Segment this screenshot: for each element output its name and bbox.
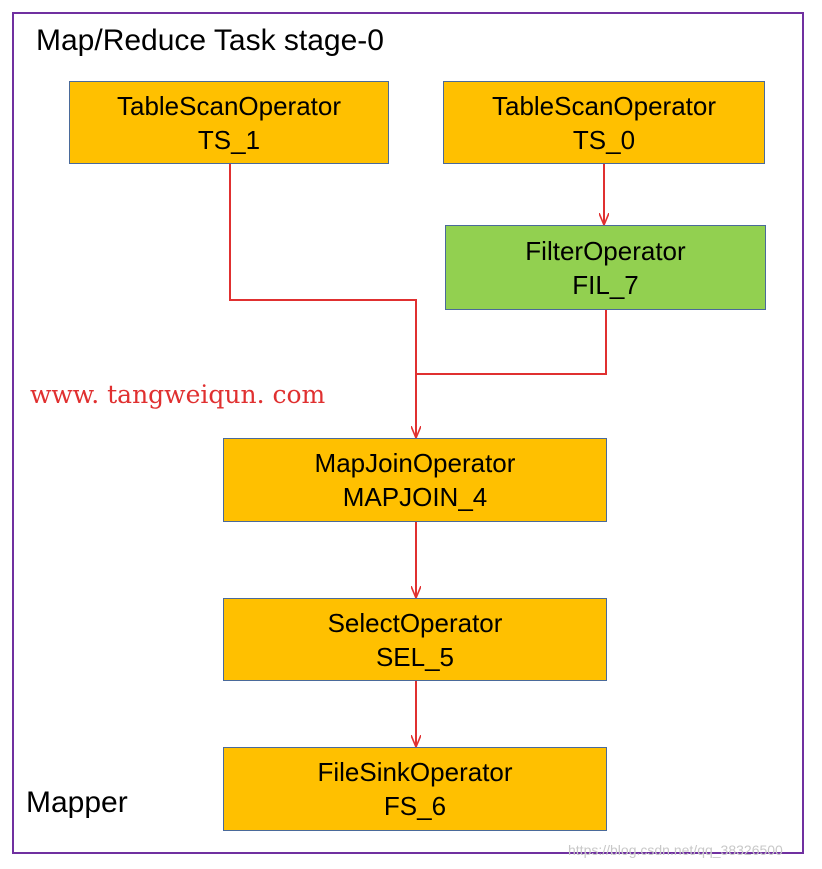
node-ts1: TableScanOperator TS_1 (69, 81, 389, 164)
mapper-label: Mapper (26, 786, 128, 819)
node-ts1-type: TableScanOperator (116, 90, 342, 121)
stage-frame (12, 12, 804, 854)
node-fs6-type: FileSinkOperator (317, 757, 513, 787)
node-ts0-type: TableScanOperator (491, 90, 717, 121)
node-mapjoin4-type: MapJoinOperator (314, 448, 516, 478)
site-watermark: www. tangweiqun. com (30, 380, 326, 409)
node-sel5-id: SEL_5 (375, 641, 455, 672)
edge-fil7-to-mapjoin4 (416, 310, 607, 375)
node-sel5: SelectOperator SEL_5 (223, 598, 607, 681)
node-fs6-id: FS_6 (383, 791, 447, 821)
stage-title: Map/Reduce Task stage-0 (36, 24, 384, 57)
edge-ts1-to-mapjoin4 (229, 164, 416, 437)
node-fil7: FilterOperator FIL_7 (445, 225, 766, 310)
node-mapjoin4: MapJoinOperator MAPJOIN_4 (223, 438, 607, 522)
node-sel5-type: SelectOperator (327, 607, 503, 638)
node-mapjoin4-id: MAPJOIN_4 (342, 482, 488, 512)
node-ts0: TableScanOperator TS_0 (443, 81, 765, 164)
node-ts0-id: TS_0 (572, 124, 636, 155)
node-fs6: FileSinkOperator FS_6 (223, 747, 607, 831)
node-fil7-id: FIL_7 (572, 269, 639, 300)
node-fil7-type: FilterOperator (525, 235, 686, 266)
node-ts1-id: TS_1 (197, 124, 261, 155)
corner-watermark: https://blog.csdn.net/qq_38326500 (568, 842, 783, 858)
